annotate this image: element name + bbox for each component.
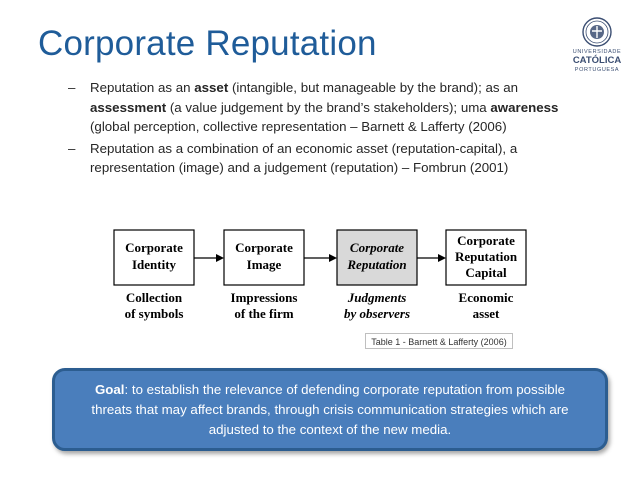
goal-callout: Goal: to establish the relevance of defe… <box>52 368 608 451</box>
arrow-icon <box>417 254 446 262</box>
bullet-text: (global perception, collective represent… <box>90 119 507 135</box>
stage-description: Economic <box>459 290 514 305</box>
arrow-icon <box>194 254 224 262</box>
seal-icon <box>582 17 612 47</box>
slide-title: Corporate Reputation <box>38 24 377 63</box>
bullet-dash: – <box>68 80 76 95</box>
stage-label: Corporate <box>350 240 404 255</box>
bullet-text: (intangible, but manageable by the brand… <box>228 80 519 95</box>
stage-label: Corporate <box>457 233 515 248</box>
stage-description: asset <box>473 306 500 321</box>
bullet-bold-term: asset <box>194 80 229 95</box>
bullet-text: representation (image) and a judgement (… <box>90 160 509 176</box>
bullet-list: – Reputation as an asset (intangible, bu… <box>68 78 608 180</box>
bullet-bold-term: awareness <box>490 99 559 115</box>
goal-label: Goal <box>94 382 125 397</box>
table-caption: Table 1 - Barnett & Lafferty (2006) <box>365 333 513 349</box>
arrow-icon <box>304 254 337 262</box>
bullet-text: (a value judgement by the brand’s stakeh… <box>166 99 491 115</box>
stage-description: Impressions <box>231 290 298 305</box>
stage-description: by observers <box>344 306 410 321</box>
stage-description: Judgments <box>347 290 407 305</box>
logo-line-universidade: UNIVERSIDADE <box>572 49 622 55</box>
bullet-bold-term: assessment <box>90 99 167 115</box>
bullet-item-reputation-asset: – Reputation as an asset (intangible, bu… <box>68 78 608 137</box>
stage-label: Reputation <box>455 249 518 264</box>
logo-line-catolica: CATÓLICA <box>572 55 622 66</box>
bullet-text: Reputation as an <box>90 80 195 95</box>
stage-label: Corporate <box>235 240 293 255</box>
stage-label: Capital <box>465 265 507 280</box>
stage-label: Identity <box>132 257 177 272</box>
logo-line-portuguesa: PORTUGUESA <box>574 67 620 73</box>
bullet-item-reputation-combination: – Reputation as a combination of an econ… <box>68 139 608 178</box>
stage-label: Image <box>247 257 282 272</box>
university-logo: UNIVERSIDADE CATÓLICA PORTUGUESA <box>571 17 623 77</box>
bullet-text: Reputation as a combination of an econom… <box>90 140 518 156</box>
stage-label: Corporate <box>125 240 183 255</box>
stage-description: of the firm <box>234 306 293 321</box>
goal-text: threats that may affect brands, through … <box>91 402 569 417</box>
bullet-dash: – <box>68 140 76 156</box>
reputation-flow-diagram: Corporate Identity Corporate Image Corpo… <box>113 229 527 321</box>
goal-text: adjusted to the context of the new media… <box>208 422 452 437</box>
stage-box-reputation-capital <box>445 229 527 286</box>
stage-label: Reputation <box>346 257 406 272</box>
stage-description: of symbols <box>125 306 184 321</box>
stage-box-identity <box>113 229 195 286</box>
stage-box-reputation <box>336 229 418 286</box>
goal-text: : to establish the relevance of defendin… <box>124 382 566 397</box>
stage-description: Collection <box>126 290 183 305</box>
